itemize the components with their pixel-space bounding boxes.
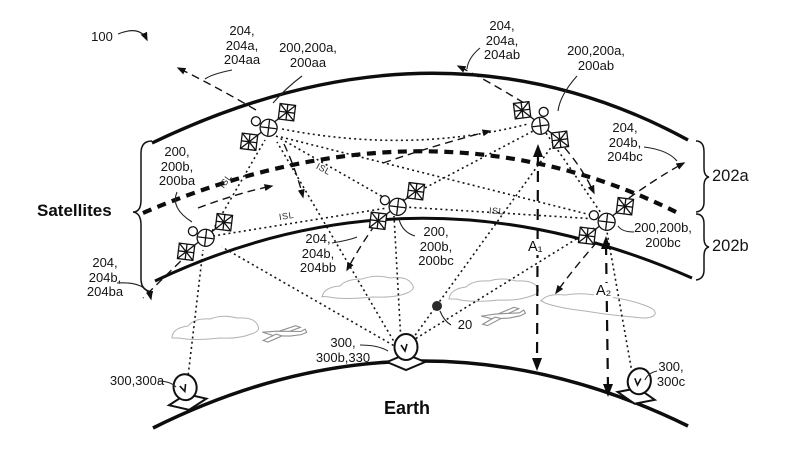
shell-202a-brace <box>695 140 710 213</box>
satellite-label-200ab: 200,200a, 200ab <box>567 43 625 73</box>
figure-ref-label: 100 <box>91 29 113 44</box>
shell-202b-brace <box>695 213 710 281</box>
label-leaders <box>116 30 678 388</box>
satellite-label-200ba: 200, 200b, 200ba <box>158 144 196 189</box>
ground-station-label-300c: 300, 300c <box>656 359 686 389</box>
satellite-upper-right <box>505 89 580 156</box>
middle-orbit-dashed-curve <box>142 149 677 215</box>
shell-label-202a: 202a <box>712 167 749 185</box>
obstruction-point <box>432 301 442 311</box>
cloud-icon <box>171 315 259 340</box>
beam-label-204bc: 204, 204b, 204bc <box>607 120 643 165</box>
upper-orbit-curve <box>151 71 689 145</box>
satellite-label-200aa: 200,200a, 200aa <box>279 40 337 70</box>
shell-label-202b: 202b <box>712 237 749 255</box>
beam-label-204ba: 204, 204b, 204ba <box>86 255 124 300</box>
airplane-icon <box>479 304 527 329</box>
braces <box>132 140 710 293</box>
beam-label-204bb: 204, 204b, 204bb <box>299 231 337 276</box>
satellite-label-200bc-center: 200, 200b, 200bc <box>418 224 454 269</box>
cloud-icon <box>448 278 539 302</box>
altitude-arrows <box>532 144 613 397</box>
altitude-label-a2: A₂ <box>594 283 614 299</box>
inter-satellite-links <box>206 123 602 241</box>
satellite-lower-left <box>166 201 241 268</box>
isl-link-label: ISL <box>488 205 505 217</box>
lower-orbit-curve <box>154 216 693 283</box>
satellite-label-200bc-right: 200,200b, 200bc <box>634 220 692 250</box>
ground-station-label-300a: 300,300a <box>109 373 165 388</box>
cloud-icon <box>321 275 414 299</box>
ground-satellite-links <box>186 134 634 386</box>
airplane-icon <box>260 320 308 348</box>
beam-label-204aa: 204, 204a, 204aa <box>223 23 261 68</box>
cloud-sketches <box>171 275 656 340</box>
obstruction-ref-label: 20 <box>457 317 473 332</box>
ground-station-label-300b: 300, 300b,330 <box>315 335 371 365</box>
satellites-brace <box>132 140 154 293</box>
altitude-label-a1: A₁ <box>526 239 545 255</box>
orbit-curves <box>142 71 693 430</box>
cloud-icon <box>540 293 656 319</box>
earth-label: Earth <box>384 398 431 418</box>
satellites-group-label: Satellites <box>37 201 112 220</box>
beam-label-204ab: 204, 204a, 204ab <box>483 18 521 63</box>
